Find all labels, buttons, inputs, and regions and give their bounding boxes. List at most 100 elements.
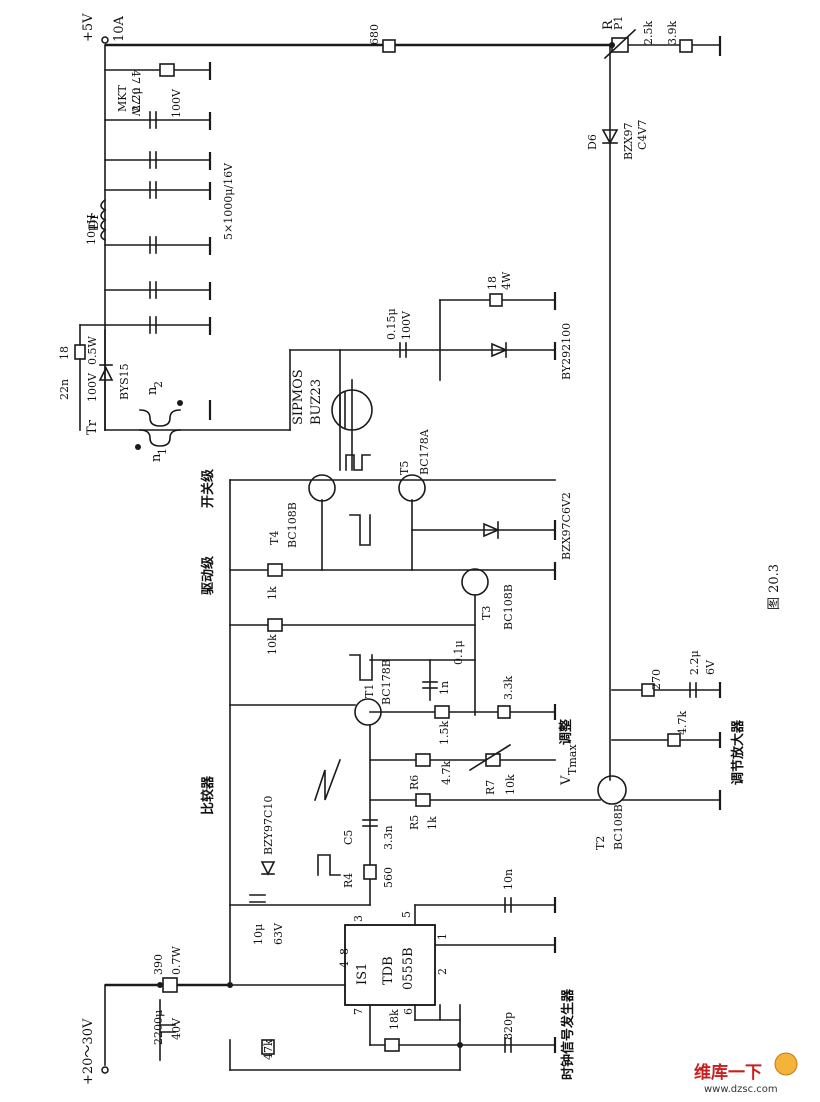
input-stage bbox=[157, 977, 178, 1061]
component-label: 3 bbox=[352, 915, 365, 922]
component-label: 0.7W bbox=[170, 946, 183, 975]
component-label: 0.15μ bbox=[385, 308, 398, 340]
component-label: BUZ23 bbox=[309, 379, 324, 425]
component-label: 3.9k bbox=[666, 21, 679, 45]
component-label: 10μ bbox=[252, 924, 265, 945]
component-label: 4 bbox=[338, 961, 351, 968]
component-label: 4.7k bbox=[440, 761, 453, 785]
component-label: 1n bbox=[438, 681, 451, 695]
component-label: P1 bbox=[612, 16, 625, 30]
comparator bbox=[229, 654, 601, 906]
component-label: 4.7k bbox=[676, 711, 689, 735]
plus5v-label: +5V bbox=[81, 13, 96, 42]
timer-ic-0555 bbox=[227, 894, 557, 1071]
component-label: R bbox=[601, 19, 616, 30]
component-label: 2 bbox=[436, 968, 449, 975]
component-label: 47 0.7W bbox=[129, 70, 142, 117]
component-label: T4 bbox=[268, 531, 281, 545]
component-label: n bbox=[145, 386, 160, 395]
component-label: 63V bbox=[272, 922, 285, 945]
component-label: 10k bbox=[504, 774, 517, 795]
adjust-label: 调整 bbox=[558, 718, 574, 745]
component-label: 3.3n bbox=[382, 825, 395, 850]
component-label: 2200μ bbox=[152, 1010, 165, 1045]
component-label: T3 bbox=[480, 606, 493, 620]
component-label: 390 bbox=[152, 954, 165, 975]
component-label: 1 bbox=[156, 448, 169, 455]
input-voltage-label: +20～30V bbox=[81, 1018, 96, 1085]
component-label: 6 bbox=[402, 1008, 415, 1015]
component-label: 5 bbox=[400, 911, 413, 918]
current-label: 10A bbox=[112, 15, 127, 42]
regulation-amp-label: 调节放大器 bbox=[730, 719, 746, 785]
switch-driver bbox=[229, 474, 557, 986]
figure-caption: 图 20.3 bbox=[767, 564, 782, 610]
component-label: BC108B bbox=[286, 502, 299, 548]
component-label: 1k bbox=[266, 586, 279, 600]
component-label: 5×1000μ/16V bbox=[222, 162, 235, 240]
component-label: 560 bbox=[382, 867, 395, 888]
component-label: 100V bbox=[170, 88, 183, 118]
component-label: TDB bbox=[381, 956, 396, 985]
component-label: 7 bbox=[352, 1008, 365, 1015]
component-label: R6 bbox=[408, 775, 421, 790]
component-label: 2 bbox=[152, 381, 165, 388]
component-label: Tmax bbox=[566, 744, 579, 775]
component-label: 2.2μ bbox=[688, 650, 701, 675]
component-label: 18 bbox=[486, 276, 499, 290]
driver-stage-label: 驱动级 bbox=[200, 555, 216, 595]
component-label: Dr bbox=[87, 213, 102, 230]
component-label: T2 bbox=[594, 836, 607, 850]
component-label: 1 bbox=[436, 933, 449, 940]
component-label: 0.1μ bbox=[452, 640, 465, 665]
snubber-transformer bbox=[74, 324, 291, 450]
component-label: 40V bbox=[170, 1017, 183, 1040]
component-label: 0555B bbox=[401, 947, 416, 990]
component-label: 3.3k bbox=[502, 676, 515, 700]
component-label: 10n bbox=[502, 869, 515, 890]
component-label: BC108B bbox=[612, 804, 625, 850]
component-label: R7 bbox=[484, 780, 497, 795]
comparator-label: 比较器 bbox=[200, 775, 216, 815]
r680 bbox=[382, 39, 396, 53]
watermark-site: www.dzsc.com bbox=[704, 1084, 778, 1095]
component-label: BZX97 bbox=[622, 122, 635, 160]
component-label: BZY97C10 bbox=[262, 796, 275, 855]
component-label: SIPMOS bbox=[291, 369, 306, 425]
component-label: R5 bbox=[408, 815, 421, 830]
component-label: 47k bbox=[262, 1039, 275, 1060]
component-label: 1.5k bbox=[438, 721, 451, 745]
component-label: R4 bbox=[342, 873, 355, 888]
mosfet-stage bbox=[289, 292, 557, 471]
component-label: BZX97C6V2 bbox=[560, 492, 573, 560]
switch-stage-label: 开关级 bbox=[200, 468, 216, 508]
watermark-logo: 维库一下 www.dzsc.com bbox=[694, 1052, 798, 1095]
component-label: Tr bbox=[85, 419, 100, 435]
component-label: BC178A bbox=[418, 428, 431, 475]
component-label: 2.2μ bbox=[130, 87, 143, 112]
component-label: 18 bbox=[58, 346, 71, 360]
labels: +5V 10A +20～30V 680 R P1 2.5k 3.9k 47 0.… bbox=[58, 13, 782, 1085]
component-label: T1 bbox=[363, 684, 376, 698]
component-label: n bbox=[149, 453, 164, 462]
component-label: 6V bbox=[704, 659, 717, 675]
component-label: 820p bbox=[502, 1012, 515, 1040]
component-label: 4W bbox=[500, 271, 513, 290]
component-label: 0.5W bbox=[86, 336, 99, 365]
component-label: 8 bbox=[338, 948, 351, 955]
component-label: BYS15 bbox=[118, 363, 131, 400]
component-label: V bbox=[559, 775, 574, 786]
component-label: BC178B bbox=[380, 659, 393, 705]
regulation-amplifier bbox=[597, 42, 722, 810]
component-label: 270 bbox=[650, 669, 663, 690]
output-filter bbox=[100, 62, 212, 335]
component-label: C4V7 bbox=[636, 120, 649, 150]
watermark-brand: 维库一下 bbox=[694, 1062, 762, 1083]
component-label: D6 bbox=[586, 134, 599, 150]
component-label: C5 bbox=[342, 830, 355, 845]
clock-generator-label: 时钟信号发生器 bbox=[560, 988, 576, 1080]
component-label: BY292100 bbox=[560, 323, 573, 380]
component-label: T5 bbox=[398, 461, 411, 475]
component-label: 18k bbox=[388, 1009, 401, 1030]
